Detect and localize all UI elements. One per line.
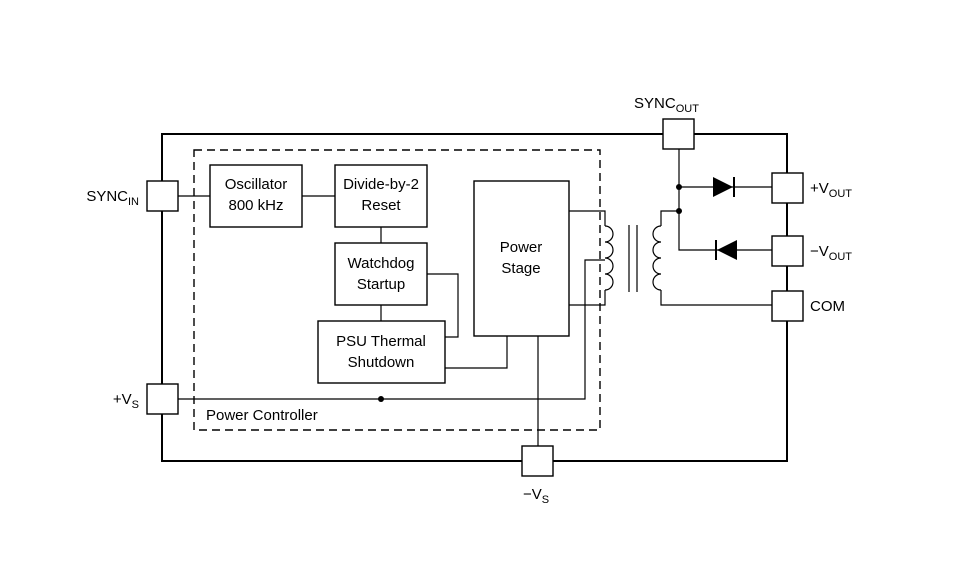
power-stage-line-2: Stage [501,260,540,277]
label-sync-out: SYNCOUT [634,95,699,115]
thermal-shutdown-block: PSU Thermal Shutdown [317,320,446,384]
power-controller-group [193,149,601,431]
pin-com [771,290,804,322]
power-stage-line-1: Power [500,239,543,256]
pin-vout-neg [771,235,804,267]
pin-sync-in [146,180,179,212]
pin-vs-pos [146,383,179,415]
junction-dot [676,208,682,214]
junction-dot [378,396,384,402]
junction-dot [676,184,682,190]
oscillator-line-1: Oscillator [225,176,288,193]
pin-vout-pos [771,172,804,204]
thermal-line-1: PSU Thermal [336,333,426,350]
divider-line-2: Reset [361,197,401,214]
watchdog-line-1: Watchdog [348,255,415,272]
label-com: COM [810,298,845,315]
divider-block: Divide-by-2 Reset [334,164,428,228]
secondary-winding-icon [652,225,662,291]
label-vs-pos: +VS [113,391,139,411]
thermal-line-2: Shutdown [348,354,415,371]
pin-sync-out [662,118,695,150]
group-label: Power Controller [206,407,318,424]
label-vout-pos: +VOUT [810,180,852,200]
label-vout-neg: −VOUT [810,243,852,263]
oscillator-block: Oscillator 800 kHz [209,164,303,228]
diode-vout-pos-icon [713,177,735,197]
pin-vs-neg [521,445,554,477]
divider-line-1: Divide-by-2 [343,176,419,193]
watchdog-block: Watchdog Startup [334,242,428,306]
label-vs-neg: −VS [523,486,549,506]
primary-winding-icon [604,225,614,291]
diode-vout-neg-icon [715,240,737,260]
power-stage-block: Power Stage [473,180,570,337]
watchdog-line-2: Startup [357,276,405,293]
oscillator-line-2: 800 kHz [228,197,283,214]
label-sync-in: SYNCIN [86,188,139,208]
